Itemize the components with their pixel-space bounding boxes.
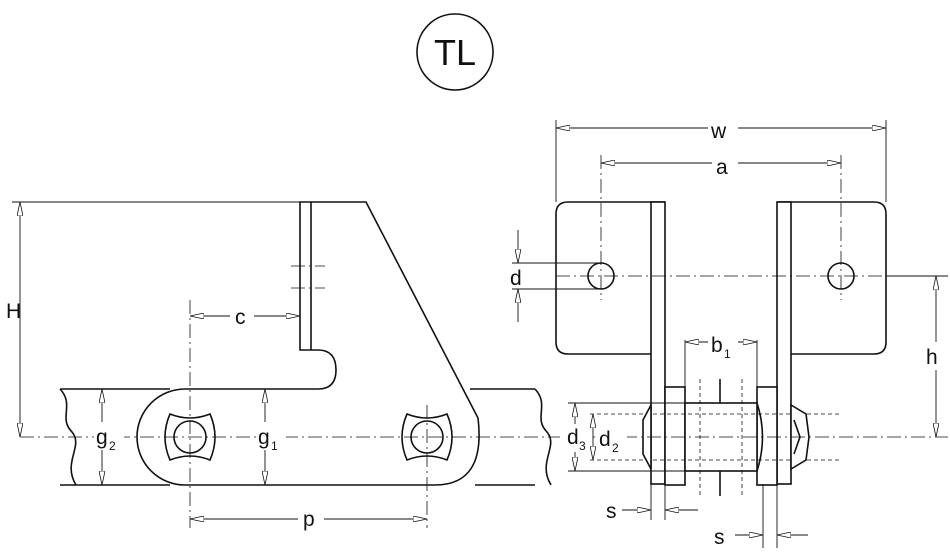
right-inner-plate bbox=[776, 201, 792, 485]
label-d3-sub: 3 bbox=[579, 439, 586, 453]
label-c: c bbox=[235, 306, 246, 329]
label-d3: d bbox=[567, 426, 579, 449]
title-text: TL bbox=[434, 32, 476, 73]
label-H: H bbox=[6, 300, 21, 323]
label-g1: g bbox=[258, 426, 270, 449]
title-badge: TL bbox=[416, 13, 494, 91]
front-view: w a d b 1 h d 3 d 2 bbox=[510, 116, 948, 549]
label-g2-sub: 2 bbox=[109, 439, 116, 453]
label-d2: d bbox=[599, 428, 611, 451]
label-a: a bbox=[716, 156, 728, 179]
adjacent-chain-right bbox=[470, 388, 552, 486]
label-d: d bbox=[510, 267, 522, 290]
label-b1-sub: 1 bbox=[724, 347, 731, 361]
label-d2-sub: 2 bbox=[612, 441, 619, 455]
left-attachment-wing bbox=[555, 201, 665, 355]
label-s-left: s bbox=[606, 500, 617, 523]
label-b1: b bbox=[711, 334, 723, 357]
adjacent-chain-left bbox=[59, 388, 170, 486]
left-inner-plate bbox=[650, 201, 666, 485]
side-view: H c g 2 g 1 p bbox=[6, 201, 560, 532]
label-p: p bbox=[303, 508, 315, 531]
label-h: h bbox=[926, 346, 938, 369]
label-w: w bbox=[710, 120, 727, 143]
label-g2: g bbox=[96, 426, 108, 449]
attachment-plate bbox=[136, 201, 480, 486]
right-attachment-wing bbox=[777, 201, 887, 355]
label-s-right: s bbox=[714, 526, 725, 549]
label-g1-sub: 1 bbox=[271, 439, 278, 453]
